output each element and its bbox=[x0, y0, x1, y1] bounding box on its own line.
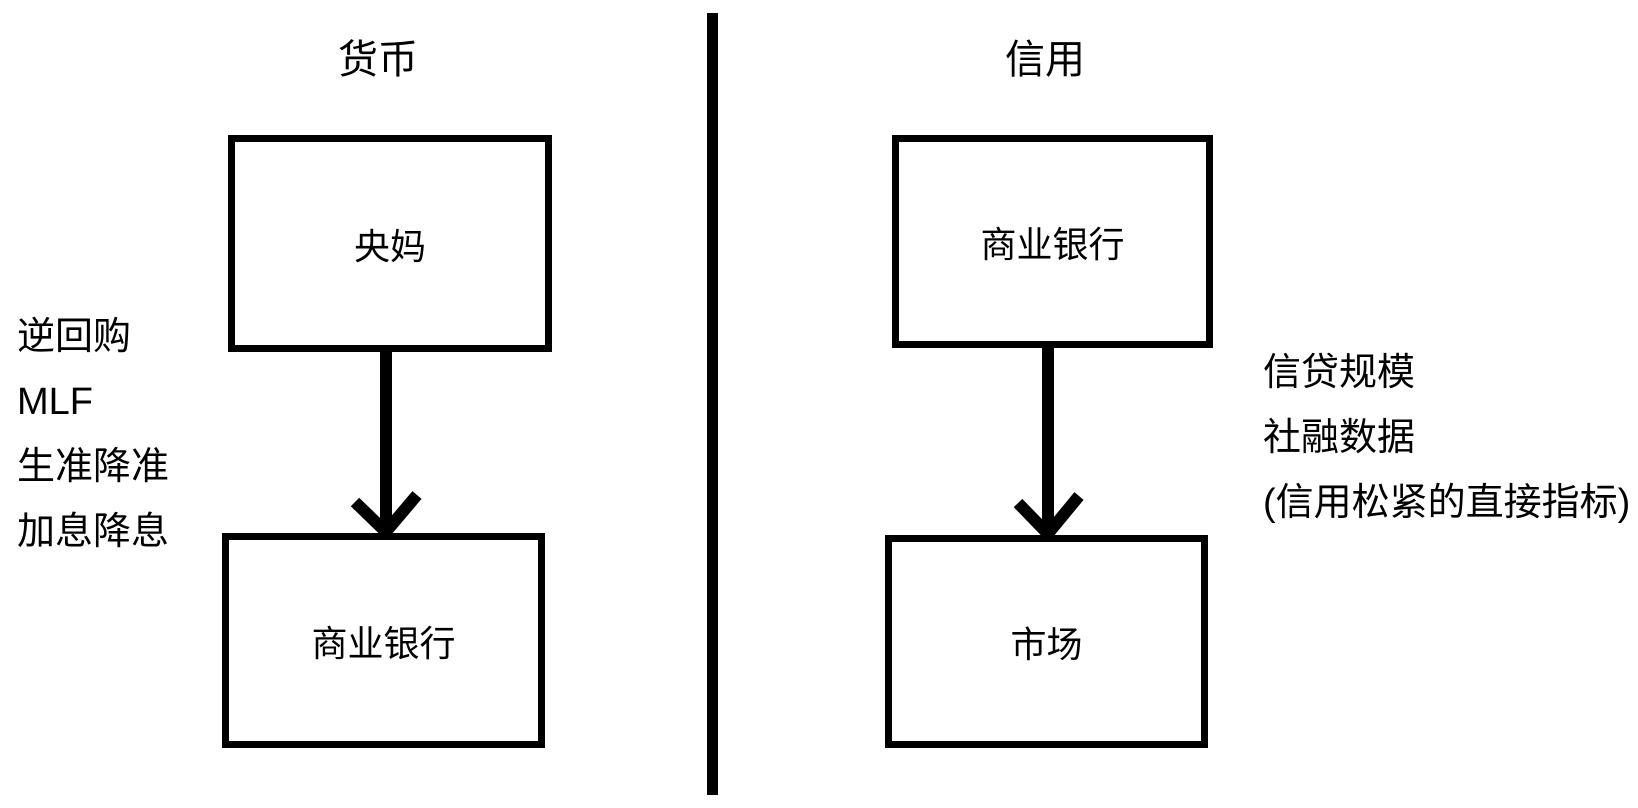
side-label-reverse-repo: 逆回购 bbox=[17, 316, 132, 358]
down-arrow-icon bbox=[350, 352, 422, 538]
right-side-labels: 信贷规模 社融数据 (信用松紧的直接指标) bbox=[1263, 341, 1630, 536]
left-panel-title: 货币 bbox=[338, 38, 418, 82]
node-commercial-bank-left: 商业银行 bbox=[222, 533, 545, 748]
panel-divider-line bbox=[707, 13, 718, 795]
node-commercial-bank-right-label: 商业银行 bbox=[980, 223, 1125, 265]
node-market-label: 市场 bbox=[1010, 623, 1083, 665]
node-central-bank: 央妈 bbox=[228, 135, 552, 352]
side-label-credit-scale: 信贷规模 bbox=[1263, 352, 1416, 394]
node-commercial-bank-right: 商业银行 bbox=[892, 135, 1213, 348]
right-panel-title: 信用 bbox=[1005, 38, 1085, 82]
down-arrow-icon bbox=[1013, 348, 1084, 540]
side-label-rrr: 生准降准 bbox=[17, 446, 170, 488]
node-commercial-bank-left-label: 商业银行 bbox=[311, 622, 456, 664]
left-side-labels: 逆回购 MLF 生准降准 加息降息 bbox=[17, 305, 169, 565]
side-label-credit-indicator-note: (信用松紧的直接指标) bbox=[1263, 482, 1631, 524]
side-label-rate-moves: 加息降息 bbox=[17, 511, 170, 553]
side-label-mlf: MLF bbox=[17, 381, 93, 423]
node-central-bank-label: 央妈 bbox=[353, 225, 426, 267]
node-market: 市场 bbox=[885, 535, 1208, 748]
side-label-social-financing: 社融数据 bbox=[1263, 417, 1416, 459]
